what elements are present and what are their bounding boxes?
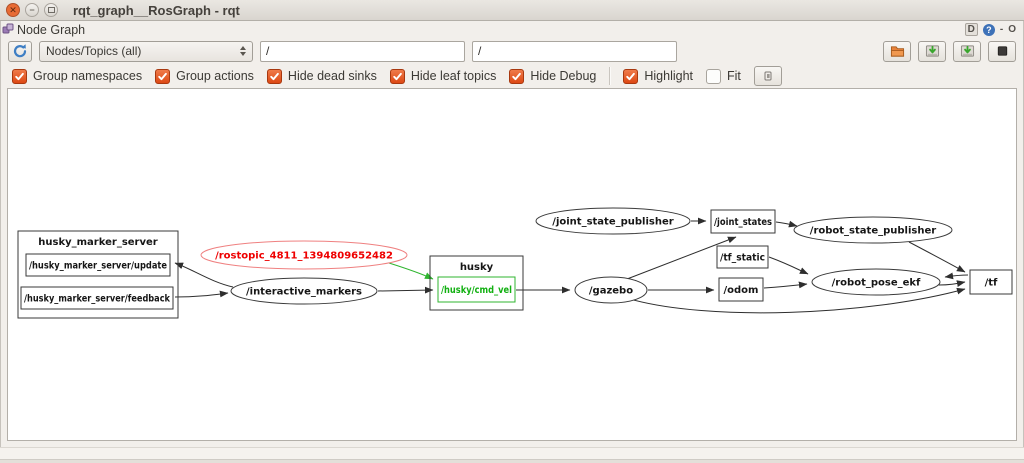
open-dot-file-button[interactable]	[883, 40, 911, 62]
checkbox-label: Hide dead sinks	[287, 69, 377, 83]
refresh-button[interactable]	[8, 40, 32, 62]
graph-node-gazebo	[574, 276, 648, 304]
node-graph-plugin-icon	[2, 23, 15, 36]
graph-node-label: /husky_marker_server/update	[29, 261, 167, 272]
graph-node-label: /tf_static	[720, 253, 765, 264]
graph-node-rostopic	[200, 240, 408, 270]
graph-node-label: /interactive_markers	[246, 287, 362, 298]
checked-checkbox-icon	[623, 68, 639, 84]
checkbox-group-actions[interactable]: Group actions	[155, 68, 254, 84]
graph-node-interactive_markers	[230, 277, 378, 305]
graph-edge-gazebo-to-tf	[629, 287, 966, 314]
checkbox-hide-leaf-topics[interactable]: Hide leaf topics	[389, 68, 497, 84]
panel-title: Node Graph	[17, 22, 86, 37]
fit-view-icon	[764, 71, 772, 81]
checked-checkbox-icon	[155, 68, 171, 84]
graph-topic-odom	[718, 277, 764, 302]
graph-node-label: /joint_states	[714, 217, 772, 228]
graph-edge-interactive_markers-to-update	[174, 262, 234, 288]
save-dot-file-button[interactable]	[918, 40, 946, 62]
checkbox-label: Hide leaf topics	[410, 69, 497, 83]
graph-node-label: /gazebo	[589, 286, 633, 297]
graph-edge-feedback-to-interactive_markers	[174, 290, 229, 298]
checkbox-label: Highlight	[644, 69, 693, 83]
folder-icon	[890, 46, 904, 57]
graph-topic-tf	[969, 269, 1013, 295]
graph-topic-feedback	[20, 286, 174, 310]
save-image-icon	[925, 45, 939, 57]
save-image-icon	[960, 45, 974, 57]
dock-d-button[interactable]: D	[964, 23, 978, 36]
graph-node-label: /robot_pose_ekf	[832, 278, 921, 289]
graph-edge-tf_static-to-robot_pose_ekf	[768, 256, 809, 275]
close-button[interactable]: ✕	[6, 3, 20, 17]
graph-edge-tf-to-robot_pose_ekf	[944, 272, 969, 280]
graph-node-label: /husky_marker_server/feedback	[24, 294, 170, 305]
checked-checkbox-icon	[389, 68, 405, 84]
checkbox-highlight[interactable]: Highlight	[623, 68, 693, 84]
graph-edge-robot_state_publisher-to-tf	[908, 241, 966, 273]
graph-node-label: /robot_state_publisher	[810, 226, 936, 237]
spinner-arrows-icon	[240, 46, 246, 56]
graph-topic-tf_static	[716, 245, 769, 269]
graph-edge-interactive_markers-to-cmd_vel	[377, 286, 434, 294]
graph-topic-update	[25, 253, 171, 277]
toolbar-separator	[609, 67, 611, 85]
fit-view-button[interactable]	[753, 66, 782, 86]
dark-square-icon	[997, 46, 1007, 56]
graph-group-husky	[429, 255, 524, 311]
snapshot-button[interactable]	[988, 40, 1016, 62]
graph-topic-cmd_vel	[437, 276, 516, 303]
checkbox-hide-dead-sinks[interactable]: Hide dead sinks	[266, 68, 377, 84]
graph-node-label: husky_marker_server	[38, 237, 158, 248]
checked-checkbox-icon	[509, 68, 525, 84]
checkbox-label: Hide Debug	[530, 69, 597, 83]
status-bar	[0, 447, 1024, 460]
checked-checkbox-icon	[266, 68, 282, 84]
graph-node-robot_state_publisher	[793, 216, 953, 244]
checkbox-fit[interactable]: Fit	[706, 68, 741, 84]
graph-node-label: /tf	[985, 278, 998, 289]
graph-node-label: /husky/cmd_vel	[441, 285, 512, 296]
checkbox-label: Fit	[727, 69, 741, 83]
graph-svg: husky_marker_serverhusky/husky_marker_se…	[17, 207, 1013, 319]
filter-input-1[interactable]	[260, 40, 465, 62]
graph-node-label: /joint_state_publisher	[552, 217, 673, 228]
graph-node-joint_state_publisher	[535, 207, 691, 235]
minimize-panel-button[interactable]: -	[999, 24, 1004, 35]
window-bottom-edge	[0, 459, 1024, 463]
graph-edge-robot_pose_ekf-to-tf	[938, 280, 966, 287]
graph-edge-joint_states-to-robot_state_publisher	[775, 220, 798, 228]
graph-edge-rostopic-to-cmd_vel	[388, 262, 434, 280]
save-as-image-button[interactable]	[953, 40, 981, 62]
checkbox-label: Group actions	[176, 69, 254, 83]
graph-group-husky_marker_server	[17, 230, 179, 319]
graph-edge-odom-to-robot_pose_ekf	[763, 281, 808, 289]
checkbox-label: Group namespaces	[33, 69, 143, 83]
graph-edge-gazebo-to-joint_states	[626, 236, 737, 280]
filter-input-2[interactable]	[472, 40, 677, 62]
window-title: rqt_graph__RosGraph - rqt	[73, 2, 240, 18]
graph-node-label: /rostopic_4811_1394809652482	[215, 251, 393, 262]
graph-node-robot_pose_ekf	[811, 268, 941, 296]
minimize-button[interactable]: −	[25, 3, 39, 17]
checked-checkbox-icon	[12, 68, 27, 84]
refresh-icon	[13, 44, 27, 58]
graph-topic-joint_states	[710, 209, 776, 234]
checkbox-group-namespaces[interactable]: Group namespaces	[12, 68, 143, 84]
graph-type-dropdown[interactable]: Nodes/Topics (all)	[39, 40, 253, 62]
maximize-button[interactable]	[44, 3, 58, 17]
panel-header: Node Graph D ? - O	[0, 21, 1024, 38]
unchecked-checkbox-icon	[706, 68, 721, 84]
graph-node-label: /odom	[724, 285, 759, 296]
options-row: Group namespaces Group actions Hide dead s…	[0, 64, 1024, 88]
toolbar: Nodes/Topics (all)	[0, 38, 1024, 64]
graph-node-label: husky	[460, 262, 494, 273]
float-panel-button[interactable]: O	[1008, 24, 1016, 35]
checkbox-hide-debug[interactable]: Hide Debug	[509, 68, 597, 84]
titlebar[interactable]: ✕ − rqt_graph__RosGraph - rqt	[0, 0, 1024, 21]
help-icon[interactable]: ?	[982, 23, 995, 36]
graph-type-value: Nodes/Topics (all)	[46, 44, 142, 58]
